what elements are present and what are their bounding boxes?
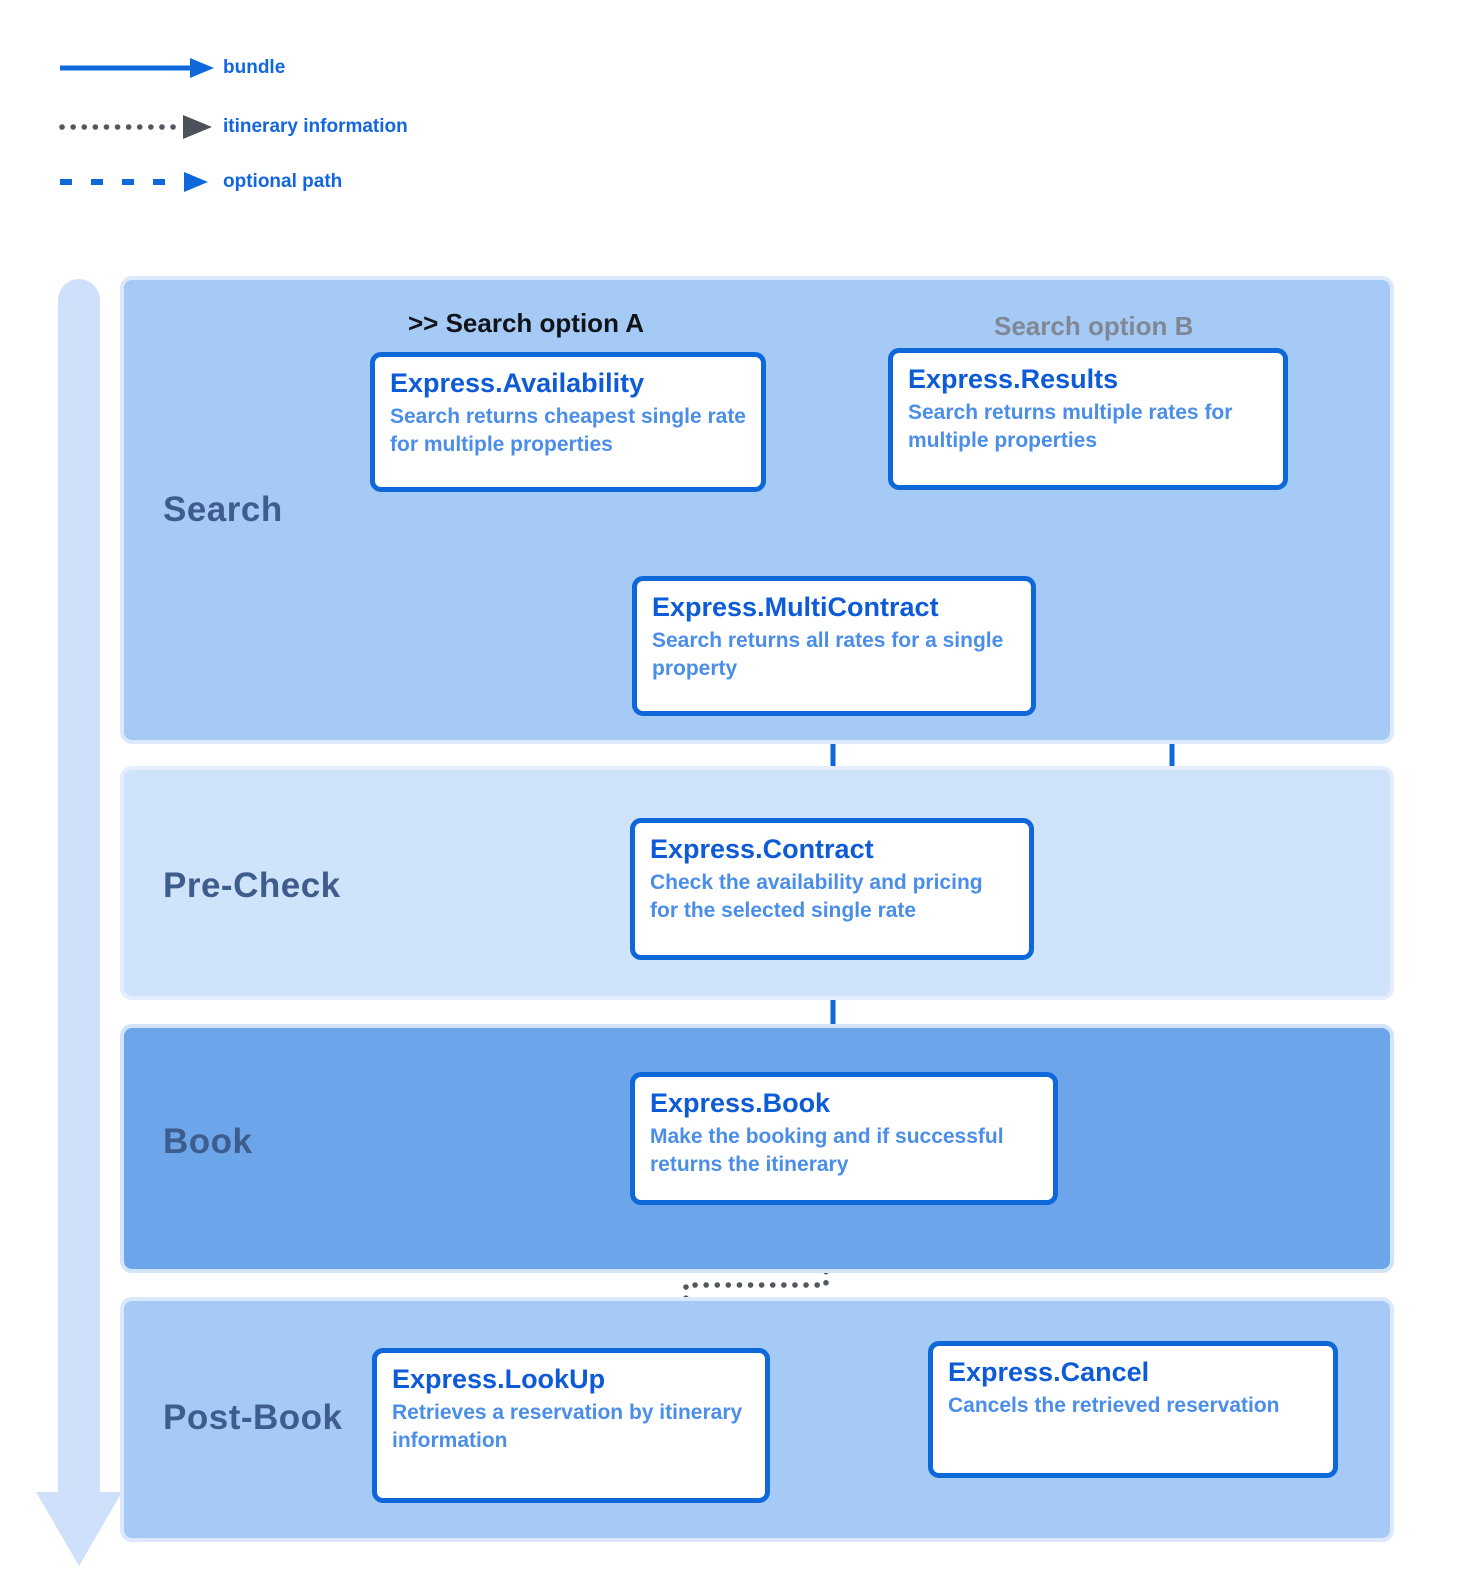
node-express-contract: Express.Contract Check the availability … — [630, 818, 1034, 960]
legend-label-optional: optional path — [223, 171, 343, 192]
node-express-lookup: Express.LookUp Retrieves a reservation b… — [372, 1348, 770, 1503]
node-express-results: Express.Results Search returns multiple … — [888, 348, 1288, 490]
search-option-b-header: Search option B — [994, 311, 1194, 341]
node-description: Search returns cheapest single rate for … — [390, 405, 746, 456]
legend-optional-arrow — [60, 172, 208, 192]
node-title: Express.Availability — [390, 368, 645, 398]
flow-direction-arrow — [36, 279, 122, 1566]
search-option-a-header: >> Search option A — [408, 308, 644, 338]
node-description: Search returns multiple rates for multip… — [908, 401, 1233, 452]
legend-itinerary-arrow — [59, 115, 212, 139]
node-express-book: Express.Book Make the booking and if suc… — [630, 1072, 1058, 1205]
legend-label-itinerary: itinerary information — [223, 116, 408, 137]
node-description: Retrieves a reservation by itinerary inf… — [392, 1401, 743, 1452]
node-description: Make the booking and if successful retur… — [650, 1125, 1004, 1176]
node-title: Express.Results — [908, 364, 1119, 394]
lane-label-post-book: Post-Book — [163, 1398, 343, 1437]
node-title: Express.LookUp — [392, 1364, 606, 1394]
node-express-availability: Express.Availability Search returns chea… — [370, 352, 766, 492]
node-express-multicontract: Express.MultiContract Search returns all… — [632, 576, 1036, 716]
node-title: Express.Book — [650, 1088, 831, 1118]
node-title: Express.Contract — [650, 834, 874, 864]
node-description: Check the availability and pricing for t… — [650, 871, 983, 922]
lane-label-search: Search — [163, 490, 283, 529]
node-title: Express.Cancel — [948, 1357, 1150, 1387]
node-express-cancel: Express.Cancel Cancels the retrieved res… — [928, 1341, 1338, 1478]
lane-label-pre-check: Pre-Check — [163, 866, 341, 905]
legend-bundle-arrow — [60, 58, 214, 78]
legend-label-bundle: bundle — [223, 57, 286, 78]
node-title: Express.MultiContract — [652, 592, 939, 622]
node-description: Search returns all rates for a single pr… — [652, 629, 1004, 680]
node-description: Cancels the retrieved reservation — [948, 1394, 1280, 1417]
lane-label-book: Book — [163, 1122, 253, 1161]
